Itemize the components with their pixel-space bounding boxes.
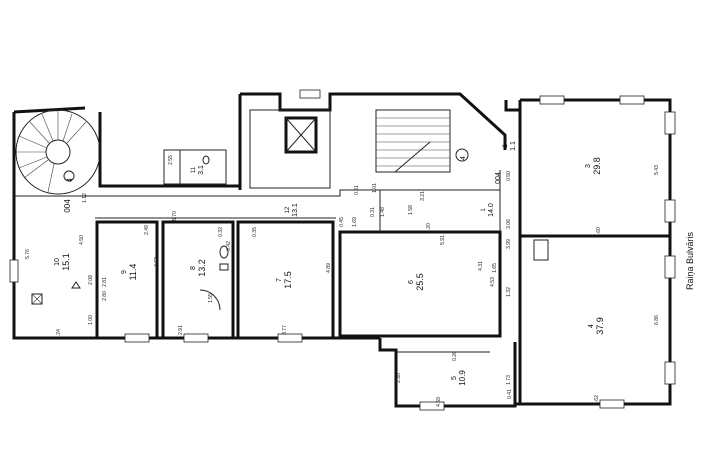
dim-label: 4.53 [490, 277, 496, 287]
room-7-number: 7 [276, 278, 283, 282]
room-4-area: 37.9 [595, 317, 605, 335]
dim-label: 1.00 [88, 315, 94, 325]
dim-label: 4.89 [326, 263, 332, 273]
room-7-area: 17.5 [283, 271, 293, 289]
room-9-area: 11.4 [128, 264, 138, 281]
dim-label: 4.59 [436, 397, 442, 407]
room-11-number: 11 [191, 166, 197, 173]
outer-walls [12, 92, 672, 408]
marker-004-left: 004 [63, 199, 72, 213]
dim-label: 4.31 [478, 261, 484, 271]
dim-label: 1.69 [352, 217, 358, 227]
dim-label: 2.80 [102, 291, 108, 301]
room-2-area: 1.1 [510, 141, 517, 151]
room-labels: 1 14.0 2 1.1 3 29.8 4 37.9 5 10.9 6 25.5… [54, 141, 605, 386]
dim-label: 0.45 [339, 217, 345, 227]
room-11-area: 3.1 [198, 165, 205, 175]
dim-label: 4.63 [154, 257, 160, 267]
room-6-number: 6 [408, 280, 415, 284]
dim-label: 3.21 [420, 191, 426, 201]
room-2-number: 2 [503, 144, 509, 148]
dim-label: 1.73 [506, 375, 512, 385]
dim-label: 5.76 [25, 249, 31, 259]
room-12-area: 13.1 [292, 203, 299, 217]
room-12-number: 12 [285, 206, 291, 213]
dim-label: 1.55 [208, 293, 214, 303]
dim-label: 3.77 [282, 325, 288, 335]
dim-label: 2.49 [144, 225, 150, 235]
dim-label: 3.99 [506, 239, 512, 249]
room-10-number: 10 [54, 258, 61, 266]
dim-label: 5.91 [440, 235, 446, 245]
room-8-area: 13.2 [197, 259, 207, 277]
room-9-number: 9 [121, 270, 128, 274]
room-4-number: 4 [588, 324, 595, 328]
dim-label: 0.26 [452, 351, 458, 361]
spiral-staircase [15, 109, 101, 195]
partitions [14, 110, 670, 404]
dim-label: 0.31 [370, 207, 376, 217]
dim-label: 3.60 [596, 227, 602, 237]
dim-label: 0.42 [226, 241, 232, 251]
room-5-area: 10.9 [458, 370, 467, 386]
dim-label: 1.01 [372, 183, 378, 193]
dim-label: 4.50 [79, 235, 85, 245]
dim-label: 1.58 [408, 205, 414, 215]
dim-label: 2.91 [178, 325, 184, 335]
windows [9, 89, 676, 411]
dim-label: 0.32 [218, 227, 224, 237]
dim-label: 1.12 [82, 193, 88, 203]
marker-004-right: 004 [495, 172, 502, 184]
plan-markers: 004 004 4 4 [63, 156, 502, 213]
room-1-area: 14.0 [488, 203, 495, 217]
dim-label: 0.35 [252, 227, 258, 237]
fixtures [71, 155, 549, 311]
dim-label: 2.08 [88, 275, 94, 285]
dim-label: 3.06 [506, 219, 512, 229]
dim-label: 0.50 [506, 171, 512, 181]
dim-label: 0.61 [354, 185, 360, 195]
marker-stair-4: 4 [460, 156, 467, 160]
elevator-shaft [249, 109, 331, 189]
room-3-area: 29.8 [592, 157, 602, 175]
dimension-labels: 5.43 3.60 3.21 4.20 5.91 4.31 4.53 5.70 … [25, 155, 660, 407]
dim-label: 1.32 [506, 287, 512, 297]
dim-label: 4.20 [426, 223, 432, 233]
dim-label: 5.62 [594, 395, 600, 405]
room-10-area: 15.1 [61, 253, 71, 271]
dim-label: 1.65 [492, 263, 498, 273]
street-label: Raiņa Bulvāris [685, 231, 695, 290]
room-5-number: 5 [451, 376, 458, 380]
dim-label: 5.43 [654, 165, 660, 175]
dim-label: 0.41 [507, 389, 513, 399]
dim-label: 2.24 [56, 329, 62, 339]
room-6-area: 25.5 [415, 273, 425, 291]
dim-label: 1.48 [380, 207, 386, 217]
dim-label: 5.70 [172, 211, 178, 221]
room-3-number: 3 [585, 164, 592, 168]
straight-stair [375, 109, 469, 173]
dim-label: 6.86 [654, 315, 660, 325]
room-8-number: 8 [190, 266, 197, 270]
room-1-number: 1 [481, 208, 487, 212]
dim-label: 2.55 [168, 155, 174, 165]
dim-label: 2.81 [102, 277, 108, 287]
marker-spiral-4: 4 [67, 178, 74, 182]
vent-icon [31, 293, 43, 305]
dim-label: 2.30 [396, 373, 402, 383]
